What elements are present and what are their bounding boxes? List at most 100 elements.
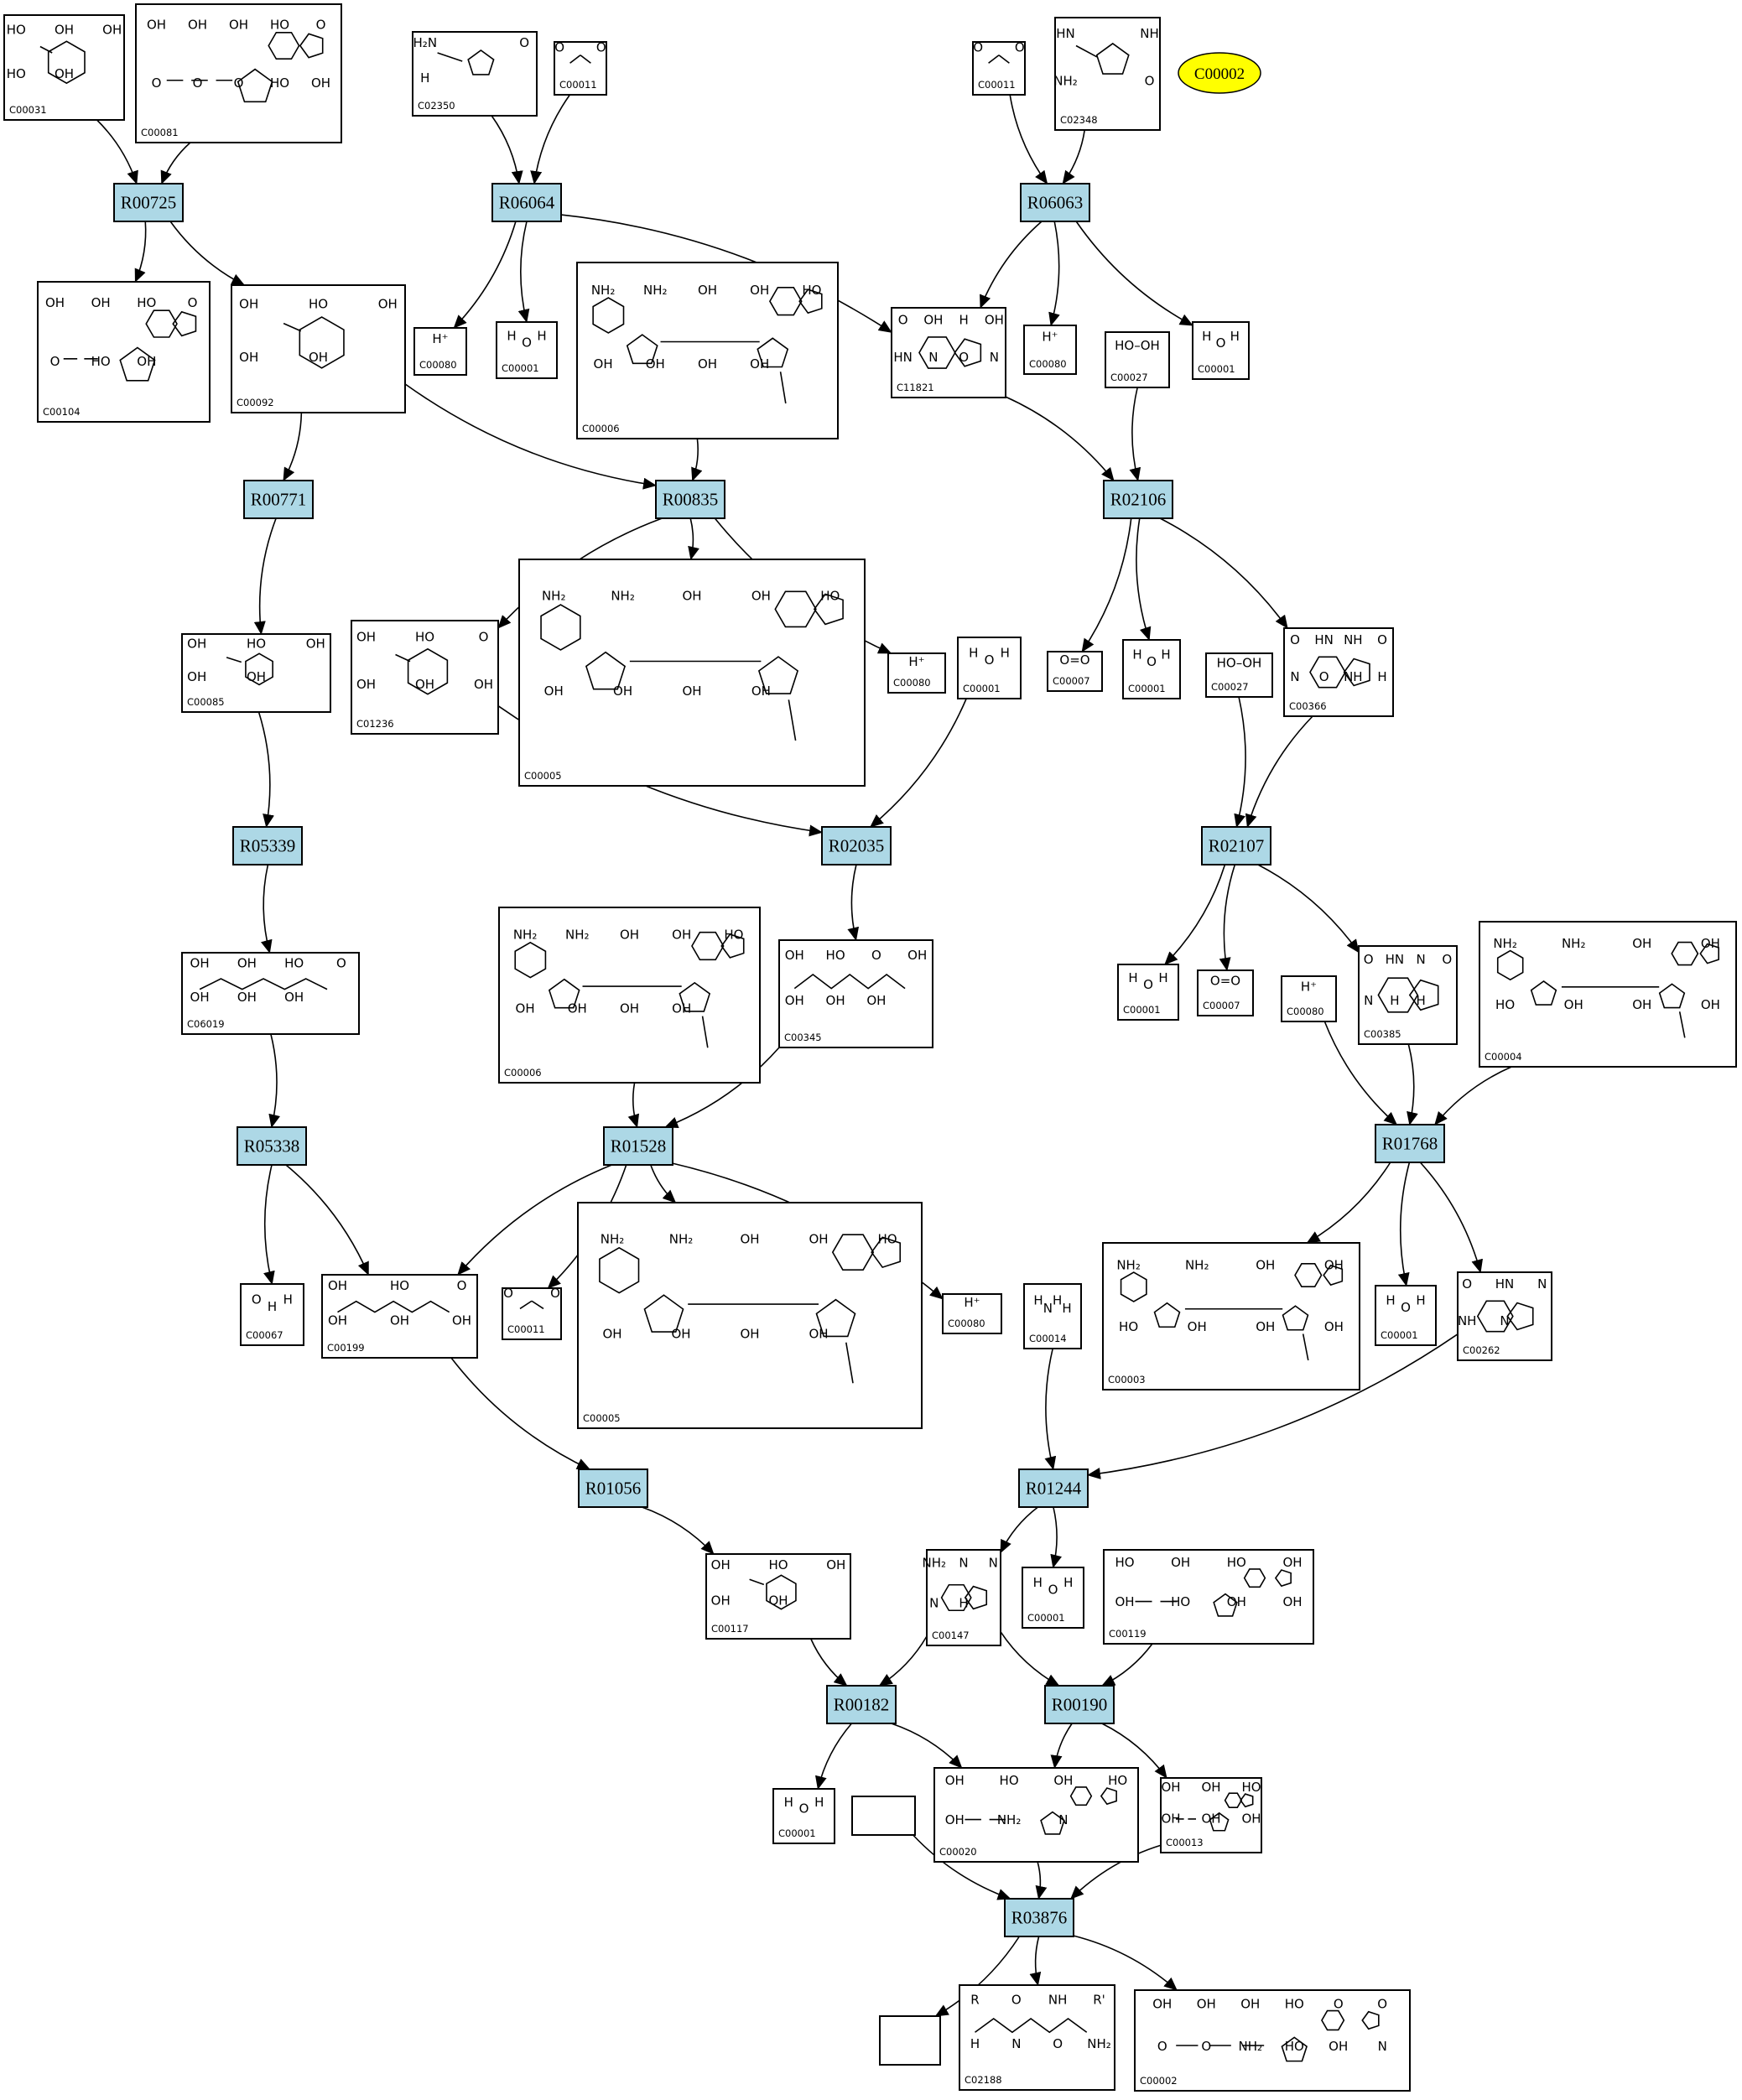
highlight-ellipse[interactable] (1178, 52, 1261, 94)
reaction-node-r01768[interactable]: R01768 (1375, 1124, 1445, 1163)
reaction-node-r06063[interactable]: R06063 (1020, 183, 1090, 222)
compound-box[interactable] (957, 637, 1022, 699)
compound-box[interactable] (1479, 921, 1737, 1068)
compound-box[interactable] (933, 1767, 1139, 1863)
compound-node-c00080b[interactable]: H⁺C00080 (1023, 325, 1077, 375)
reaction-box[interactable] (243, 480, 314, 519)
compound-box[interactable] (851, 1796, 916, 1836)
compound-box[interactable] (1047, 651, 1103, 692)
compound-box[interactable] (942, 1293, 1002, 1334)
compound-box[interactable] (1134, 1989, 1411, 2092)
reaction-box[interactable] (491, 183, 562, 222)
compound-box[interactable] (1023, 1283, 1082, 1349)
reaction-node-r00835[interactable]: R00835 (655, 480, 725, 519)
reaction-box[interactable] (232, 826, 303, 865)
compound-box[interactable] (1023, 325, 1077, 375)
compound-box[interactable] (1105, 331, 1170, 388)
reaction-box[interactable] (1201, 826, 1271, 865)
compound-box[interactable] (1022, 1567, 1084, 1629)
compound-box[interactable] (1160, 1777, 1262, 1853)
compound-box[interactable] (412, 31, 538, 117)
compound-box[interactable] (576, 262, 839, 439)
compound-box[interactable] (1192, 321, 1250, 380)
compound-box[interactable] (1117, 964, 1179, 1021)
compound-box[interactable] (135, 3, 342, 143)
highlighted-compound-c00002_highlight[interactable]: C00002 (1178, 52, 1261, 94)
compound-box[interactable] (518, 559, 866, 787)
reaction-node-r01244[interactable]: R01244 (1018, 1468, 1089, 1508)
compound-box[interactable] (413, 327, 467, 376)
reaction-box[interactable] (603, 1126, 673, 1166)
compound-box[interactable] (891, 307, 1006, 398)
compound-box[interactable] (1205, 652, 1273, 698)
reaction-box[interactable] (1020, 183, 1090, 222)
compound-node-blank2[interactable] (879, 2015, 941, 2066)
compound-box[interactable] (37, 281, 211, 423)
reaction-box[interactable] (826, 1685, 897, 1724)
reaction-box[interactable] (1375, 1124, 1445, 1163)
compound-box[interactable] (1375, 1285, 1437, 1346)
reaction-node-r02107[interactable]: R02107 (1201, 826, 1271, 865)
reaction-box[interactable] (1018, 1468, 1089, 1508)
compound-box[interactable] (181, 952, 360, 1035)
compound-box[interactable] (3, 14, 125, 121)
compound-box[interactable] (351, 620, 499, 735)
compound-box[interactable] (231, 284, 406, 413)
reaction-box[interactable] (1044, 1685, 1115, 1724)
reaction-node-r02035[interactable]: R02035 (821, 826, 892, 865)
compound-box[interactable] (778, 939, 933, 1048)
reaction-node-r01056[interactable]: R01056 (578, 1468, 648, 1508)
reaction-box[interactable] (1004, 1898, 1074, 1937)
compound-node-c00080a[interactable]: H⁺C00080 (413, 327, 467, 376)
compound-box[interactable] (959, 1984, 1115, 2091)
compound-node-c00080e[interactable]: H⁺C00080 (942, 1293, 1002, 1334)
compound-box[interactable] (1281, 975, 1337, 1022)
compound-box[interactable] (577, 1202, 923, 1429)
compound-box[interactable] (1103, 1549, 1314, 1645)
reaction-box[interactable] (578, 1468, 648, 1508)
compound-box[interactable] (496, 321, 558, 379)
reaction-box[interactable] (821, 826, 892, 865)
compound-box[interactable] (772, 1788, 835, 1844)
reaction-box[interactable] (1103, 480, 1173, 519)
reaction-box[interactable] (237, 1126, 307, 1166)
compound-box[interactable] (502, 1287, 562, 1340)
